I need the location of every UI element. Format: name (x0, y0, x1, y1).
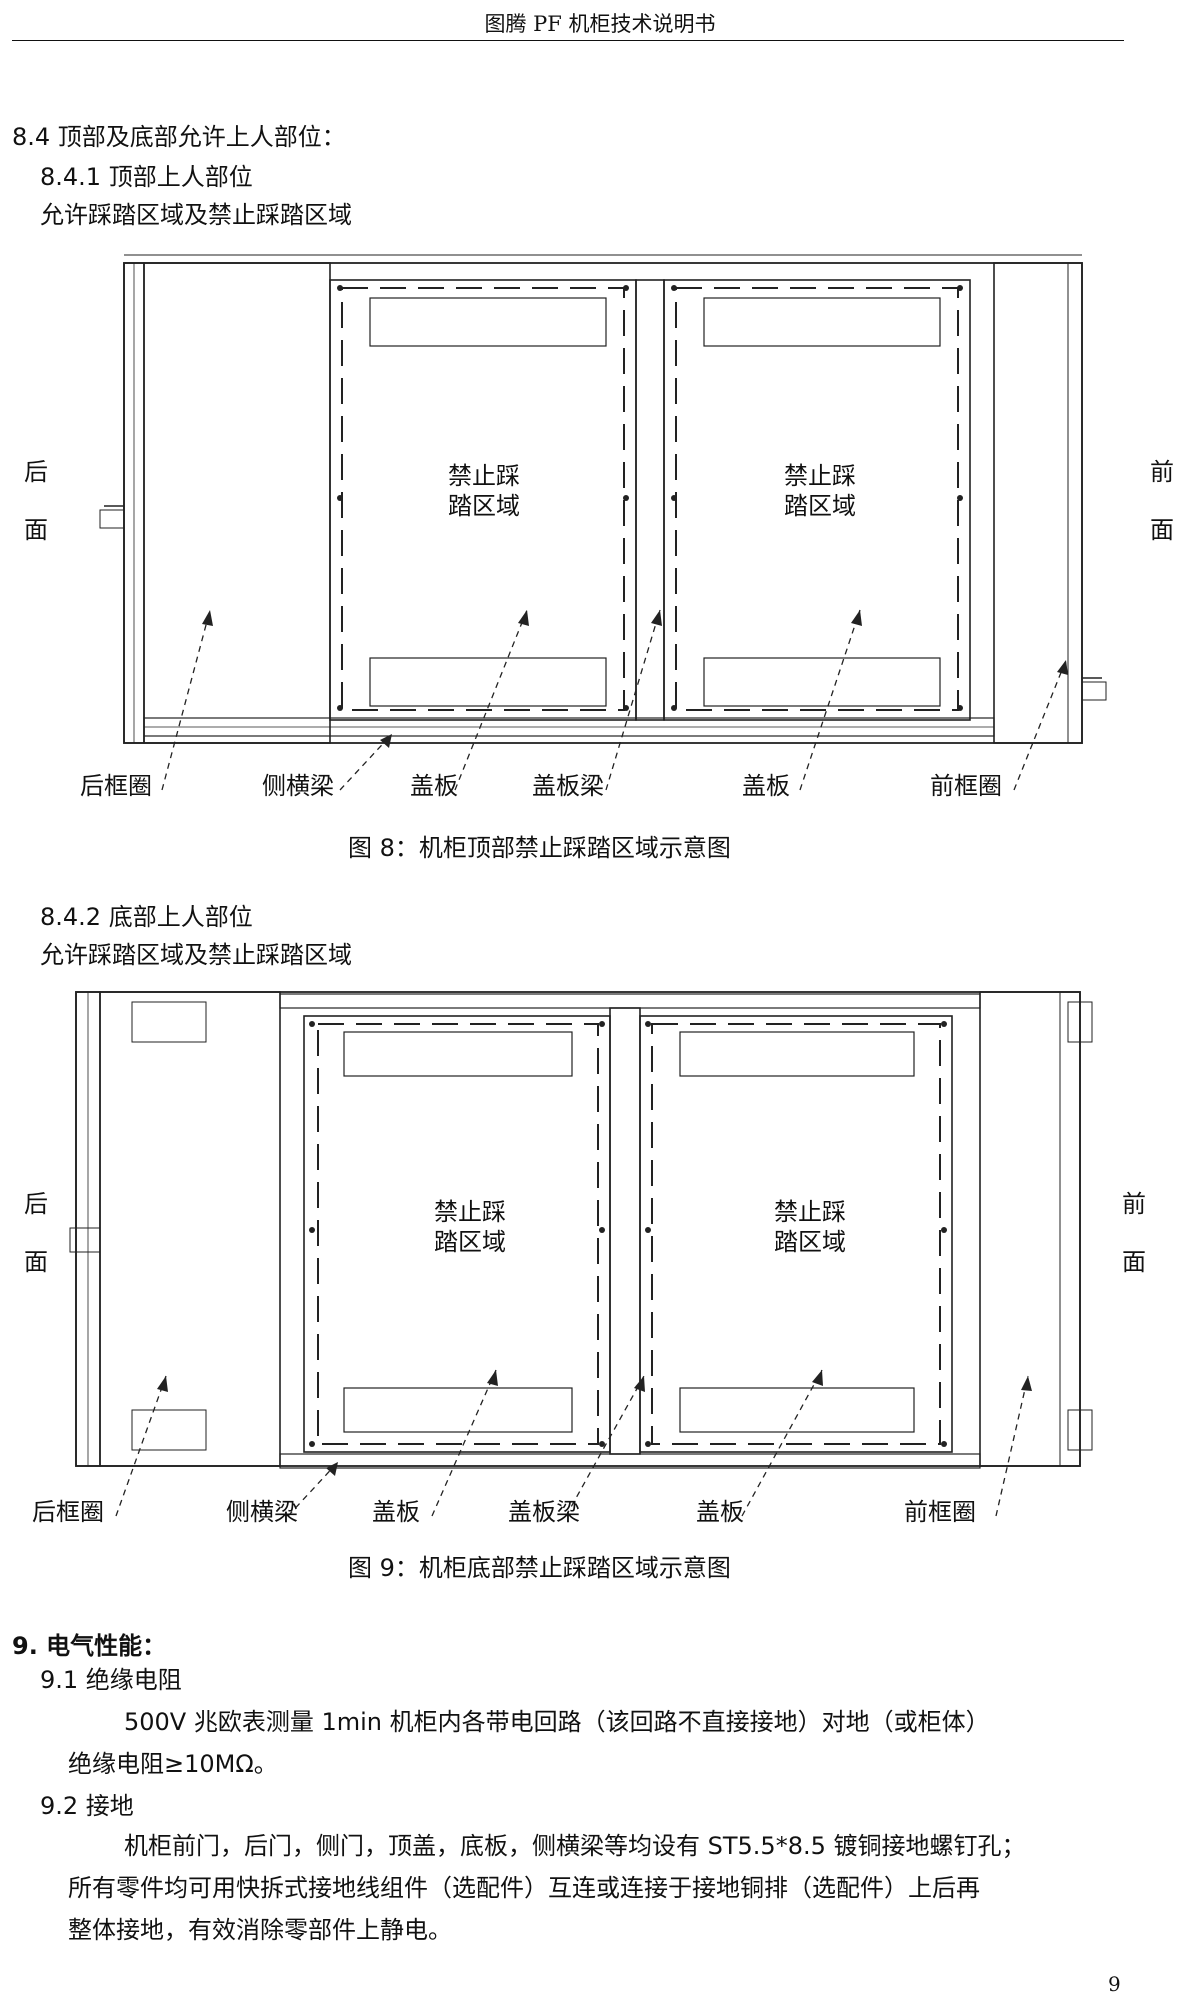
fig9-label-side-beam: 侧横梁 (226, 1498, 298, 1526)
fig9-forbidden-zone-right (651, 1023, 941, 1445)
fig9-rear-label-2: 面 (24, 1248, 48, 1276)
document-header-title: 图腾 PF 机柜技术说明书 (484, 12, 716, 36)
fig8-front-frame (993, 262, 1083, 744)
fig9-front-label-1: 前 (1122, 1190, 1146, 1218)
page-number: 9 (1108, 1972, 1121, 1996)
section-8-4-1-desc: 允许踩踏区域及禁止踩踏区域 (40, 201, 352, 229)
section-9-heading: 9. 电气性能： (12, 1632, 167, 1660)
fig9-outline (75, 991, 1081, 1467)
fig8-zone-left-label-2: 踏区域 (448, 492, 520, 520)
fig8-outline (123, 262, 1083, 744)
fig9-rear-label-1: 后 (24, 1190, 48, 1218)
fig9-forbidden-zone-left (317, 1023, 599, 1445)
fig9-side-beam-top (279, 993, 981, 1009)
fig8-front-label-1: 前 (1150, 458, 1174, 486)
fig8-label-cover-beam: 盖板梁 (532, 772, 604, 800)
fig8-rear-label-2: 面 (24, 516, 48, 544)
fig8-zone-left-label-1: 禁止踩 (448, 462, 520, 490)
figure-8-caption: 图 8：机柜顶部禁止踩踏区域示意图 (348, 834, 731, 862)
section-8-4-2-desc: 允许踩踏区域及禁止踩踏区域 (40, 941, 352, 969)
section-9-1-para-line-1: 500V 兆欧表测量 1min 机柜内各带电回路（该回路不直接接地）对地（或柜体… (124, 1708, 990, 1736)
header-divider (12, 40, 1124, 41)
fig9-label-cover-panel-1: 盖板 (372, 1498, 420, 1526)
fig8-zone-right-label-1: 禁止踩 (784, 462, 856, 490)
section-9-1-para-line-2: 绝缘电阻≥10MΩ。 (68, 1750, 278, 1778)
fig8-zone-right-label-2: 踏区域 (784, 492, 856, 520)
fig9-rear-panel (99, 991, 281, 1467)
section-9-2-para-line-3: 整体接地，有效消除零部件上静电。 (68, 1916, 452, 1944)
fig8-rear-label-1: 后 (24, 458, 48, 486)
fig8-cover-beam (635, 279, 665, 721)
figure-9-diagram: 后 面 前 面 禁止踩 踏区域 禁止踩 踏区域 后框圈 侧横梁 盖板 盖板梁 盖… (24, 991, 1146, 1526)
fig8-label-cover-panel-1: 盖板 (410, 772, 458, 800)
fig9-zone-right-label-1: 禁止踩 (774, 1198, 846, 1226)
fig8-rear-panel (143, 262, 331, 744)
fig9-label-front-frame: 前框圈 (904, 1498, 976, 1526)
fig9-label-cover-panel-2: 盖板 (696, 1498, 744, 1526)
section-8-4-1-heading: 8.4.1 顶部上人部位 (40, 163, 253, 191)
fig9-label-cover-beam: 盖板梁 (508, 1498, 580, 1526)
fig9-label-rear-frame: 后框圈 (32, 1498, 104, 1526)
fig9-zone-left-label-2: 踏区域 (434, 1228, 506, 1256)
figure-8-diagram: 后 面 前 面 禁止踩 踏区域 禁止踩 踏区域 后框圈 侧横梁 盖板 盖板梁 盖… (24, 254, 1174, 800)
fig8-label-rear-frame: 后框圈 (80, 772, 152, 800)
fig9-front-label-2: 面 (1122, 1248, 1146, 1276)
section-9-2-para-line-2: 所有零件均可用快拆式接地线组件（选配件）互连或连接于接地铜排（选配件）上后再 (68, 1874, 980, 1902)
fig9-cover-beam (609, 1007, 641, 1455)
section-8-4-2-heading: 8.4.2 底部上人部位 (40, 903, 253, 931)
fig9-zone-left-label-1: 禁止踩 (434, 1198, 506, 1226)
fig8-label-cover-panel-2: 盖板 (742, 772, 790, 800)
fig8-label-side-beam: 侧横梁 (262, 772, 334, 800)
section-9-1-heading: 9.1 绝缘电阻 (40, 1666, 182, 1694)
fig8-label-front-frame: 前框圈 (930, 772, 1002, 800)
figure-9-caption: 图 9：机柜底部禁止踩踏区域示意图 (348, 1554, 731, 1582)
section-9-2-para-line-1: 机柜前门，后门，侧门，顶盖，底板，侧横梁等均设有 ST5.5*8.5 镀铜接地螺… (124, 1832, 1026, 1860)
fig8-front-label-2: 面 (1150, 516, 1174, 544)
fig9-zone-right-label-2: 踏区域 (774, 1228, 846, 1256)
fig9-front-frame (979, 991, 1081, 1467)
section-8-4-heading: 8.4 顶部及底部允许上人部位： (12, 123, 346, 151)
section-9-2-heading: 9.2 接地 (40, 1792, 134, 1820)
